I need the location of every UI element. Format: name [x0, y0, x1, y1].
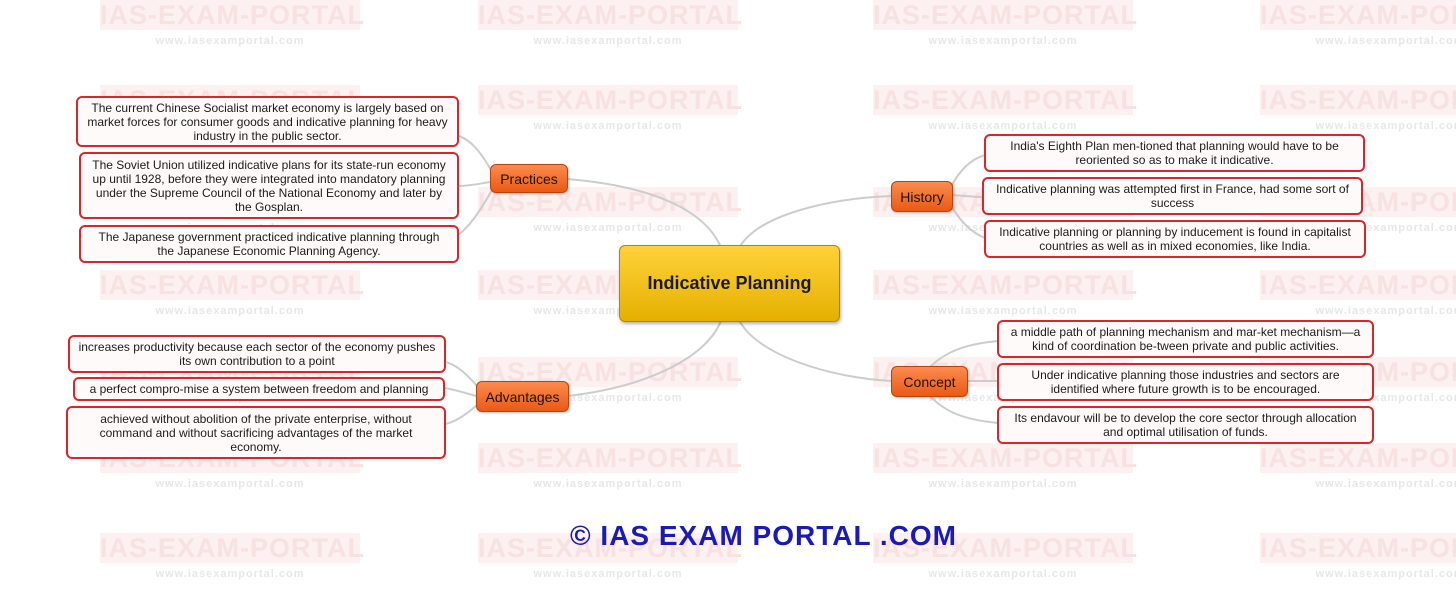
- history-leaf-3[interactable]: Indicative planning or planning by induc…: [984, 220, 1366, 258]
- advantages-leaf-1[interactable]: increases productivity because each sect…: [68, 335, 446, 373]
- connector-adv-2: [444, 387, 477, 397]
- advantages-leaf-3[interactable]: achieved without abolition of the privat…: [66, 406, 446, 459]
- connector-adv-1: [444, 361, 479, 388]
- branch-history[interactable]: History: [891, 181, 953, 212]
- connector-history-2: [952, 194, 984, 198]
- copyright-notice: © IAS EXAM PORTAL .COM: [570, 520, 957, 551]
- history-leaf-2[interactable]: Indicative planning was attempted first …: [982, 177, 1363, 215]
- concept-leaf-2[interactable]: Under indicative planning those industri…: [997, 363, 1374, 401]
- branch-practices[interactable]: Practices: [490, 164, 568, 193]
- practices-leaf-3[interactable]: The Japanese government practiced indica…: [79, 225, 459, 263]
- branch-advantages[interactable]: Advantages: [476, 381, 569, 412]
- connector-concept-1: [929, 340, 999, 368]
- connector-history-1: [950, 154, 986, 188]
- connector-central-history: [737, 195, 894, 251]
- connector-central-concept: [737, 317, 894, 382]
- connector-practices-2: [458, 181, 491, 187]
- concept-leaf-3[interactable]: Its endavour will be to develop the core…: [997, 406, 1374, 444]
- central-topic[interactable]: Indicative Planning: [619, 245, 840, 322]
- branch-concept[interactable]: Concept: [891, 366, 968, 397]
- practices-leaf-1[interactable]: The current Chinese Socialist market eco…: [76, 96, 459, 147]
- history-leaf-1[interactable]: India's Eighth Plan men-tioned that plan…: [984, 134, 1365, 172]
- connector-adv-3: [444, 403, 479, 425]
- connector-central-practices: [566, 178, 723, 251]
- connector-practices-3: [458, 189, 493, 235]
- connector-central-advantages: [566, 317, 723, 397]
- practices-leaf-2[interactable]: The Soviet Union utilized indicative pla…: [79, 152, 459, 219]
- advantages-leaf-2[interactable]: a perfect compro-mise a system between f…: [73, 377, 445, 401]
- connector-concept-3: [929, 395, 999, 424]
- concept-leaf-1[interactable]: a middle path of planning mechanism and …: [997, 320, 1374, 358]
- connector-history-3: [950, 204, 986, 239]
- connector-practices-1: [458, 135, 493, 173]
